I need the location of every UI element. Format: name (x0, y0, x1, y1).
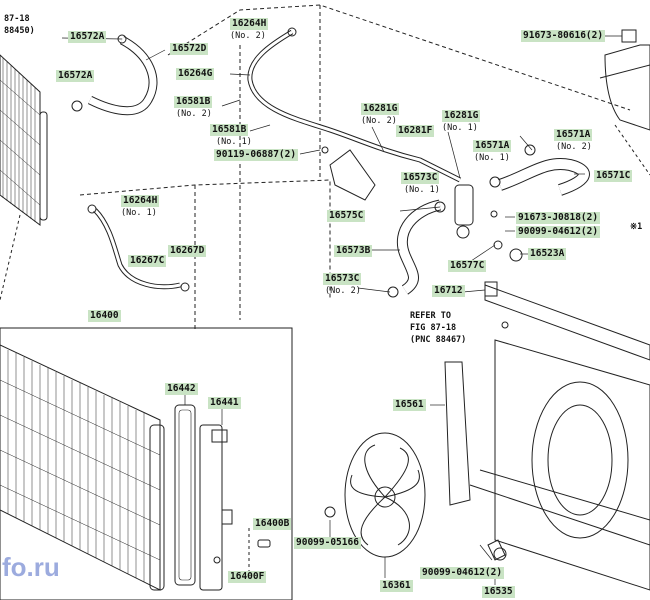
label-16573b: 16573B (334, 245, 373, 257)
note-16264h-top: (No. 2) (230, 31, 266, 41)
label-16572a-top: 16572A (68, 31, 107, 43)
label-16575c: 16575C (327, 210, 366, 222)
hose-16267c (87, 204, 190, 292)
topleft-note-line2: 88450) (4, 26, 35, 36)
label-90099-05166: 90099-05166 (294, 537, 361, 549)
label-16267c: 16267C (128, 255, 167, 267)
hose-16573b (387, 199, 446, 298)
label-16281g-no1: 16281G (442, 110, 481, 122)
pipe-housing (454, 184, 474, 239)
label-16573c-no1: 16573C (401, 172, 440, 184)
tank-16441 (199, 424, 233, 591)
note-16581b-no2: (No. 2) (176, 109, 212, 119)
hose-16571c (489, 144, 590, 196)
dashed-frame-top (167, 4, 631, 320)
label-16400b: 16400B (253, 518, 292, 530)
hose-16264g (247, 27, 462, 183)
condenser (0, 54, 48, 301)
label-16442: 16442 (165, 383, 198, 395)
label-90099-04612-bottom: 90099-04612(2) (420, 567, 505, 579)
label-16281f: 16281F (396, 125, 435, 137)
label-90119-06887: 90119-06887(2) (214, 149, 299, 161)
label-16581b-no2: 16581B (174, 96, 213, 108)
label-16281g-no2: 16281G (361, 103, 400, 115)
refer-note-line2: FIG 87-18 (410, 323, 457, 333)
label-90099-04612-top: 90099-04612(2) (516, 226, 601, 238)
refer-note-line1: REFER TO (410, 311, 451, 321)
label-16571a-no1: 16571A (473, 140, 512, 152)
radiator-box (0, 327, 293, 600)
note-16571a-no2: (No. 2) (556, 142, 592, 152)
radiator-core (0, 344, 165, 591)
refer-note-line3: (PNC 88467) (410, 335, 467, 345)
hose-16572d (71, 34, 158, 116)
label-16577c: 16577C (448, 260, 487, 272)
right-mark: ※1 (630, 222, 643, 232)
support-16712 (484, 281, 650, 361)
watermark: fo.ru (2, 552, 60, 582)
label-16571a-no2: 16571A (554, 129, 593, 141)
label-16572a-left: 16572A (56, 70, 95, 82)
dashed-frame-lower (79, 179, 331, 330)
label-91673-80616: 91673-80616(2) (521, 30, 606, 42)
note-16573c-no2: (No. 2) (325, 286, 361, 296)
note-16281g-no2: (No. 2) (361, 116, 397, 126)
label-16581b-no1: 16581B (210, 124, 249, 136)
label-16535: 16535 (482, 586, 515, 598)
bracket-16575c (321, 146, 376, 201)
label-16264h-top: 16264H (230, 18, 269, 30)
label-16361: 16361 (380, 580, 413, 592)
label-16572d: 16572D (170, 43, 209, 55)
label-16264h-mid: 16264H (121, 195, 160, 207)
label-16400f: 16400F (228, 571, 267, 583)
label-16264g: 16264G (176, 68, 215, 80)
label-16561: 16561 (393, 399, 426, 411)
label-16571c: 16571C (594, 170, 633, 182)
fan-shroud (469, 339, 650, 591)
label-16573c-no2: 16573C (323, 273, 362, 285)
fan-16361 (344, 432, 426, 558)
reservoir-tank (599, 29, 650, 176)
label-16523a: 16523A (528, 248, 567, 260)
label-16441: 16441 (208, 397, 241, 409)
label-16267d: 16267D (168, 245, 207, 257)
gasket-16442 (174, 404, 196, 586)
label-16400: 16400 (88, 310, 121, 322)
label-16712: 16712 (432, 285, 465, 297)
duct-16561 (444, 361, 471, 506)
note-16571a-no1: (No. 1) (474, 153, 510, 163)
label-91673-j0818: 91673-J0818(2) (516, 212, 601, 224)
topleft-note-line1: 87-18 (4, 14, 30, 24)
note-16281g-no1: (No. 1) (442, 123, 478, 133)
drain-plug (257, 539, 271, 548)
note-16264h-mid: (No. 1) (121, 208, 157, 218)
note-16573c-no1: (No. 1) (404, 185, 440, 195)
note-16581b-no1: (No. 1) (216, 137, 252, 147)
